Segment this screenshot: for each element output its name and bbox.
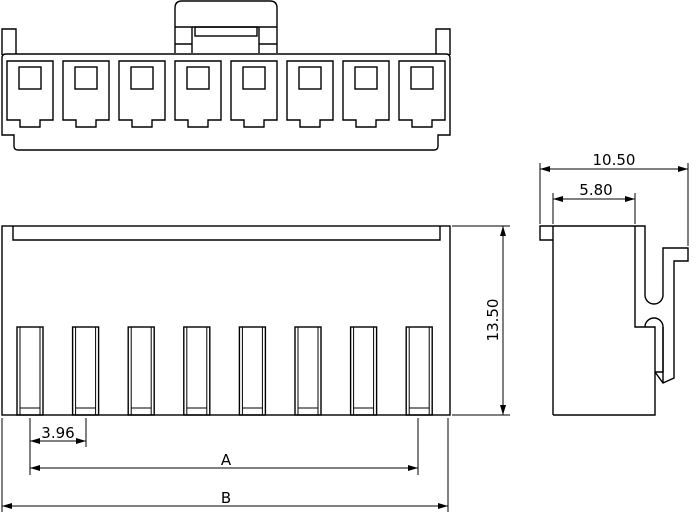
latch-window [18, 66, 42, 90]
a-label: A [221, 451, 232, 469]
cavity-outline [286, 60, 334, 128]
pitch-dimension: 3.96 [29, 418, 87, 475]
depth-body-label: 5.80 [579, 181, 612, 199]
latch-window [74, 66, 98, 90]
pitch-label: 3.96 [41, 424, 74, 442]
cavity-outline [398, 60, 446, 128]
cavity-outline [174, 60, 222, 128]
height-dimension: 13.50 [452, 225, 510, 416]
b-label: B [221, 489, 231, 507]
depth-dimensions: 10.50 5.80 [539, 151, 689, 246]
height-label: 13.50 [484, 299, 502, 342]
side-view [539, 225, 689, 416]
cavity-outline [230, 60, 278, 128]
cavity-outline [342, 60, 390, 128]
terminal-slot [71, 326, 100, 416]
terminal-slot [16, 326, 44, 416]
latch-window [130, 66, 154, 90]
latch-window [410, 66, 434, 90]
front-view [1, 225, 451, 416]
terminal-slot [127, 326, 155, 416]
b-dimension: B [1, 418, 449, 512]
latch-window [354, 66, 378, 90]
terminal-slot [183, 326, 211, 416]
terminal-slot [405, 326, 433, 416]
terminal-slot [238, 326, 267, 416]
cavity-outline [6, 60, 54, 128]
terminal-slot [294, 326, 322, 416]
depth-total-label: 10.50 [593, 151, 636, 169]
a-dimension: A [30, 418, 419, 475]
latch-window [298, 66, 322, 90]
latch-window [186, 66, 210, 90]
terminal-slot [349, 326, 378, 416]
latch-window [242, 66, 266, 90]
top-view [1, 0, 451, 151]
cavity-outline [62, 60, 110, 128]
cavity-outline [118, 60, 166, 128]
front-view-slots [16, 326, 433, 416]
top-view-cells [6, 60, 446, 128]
